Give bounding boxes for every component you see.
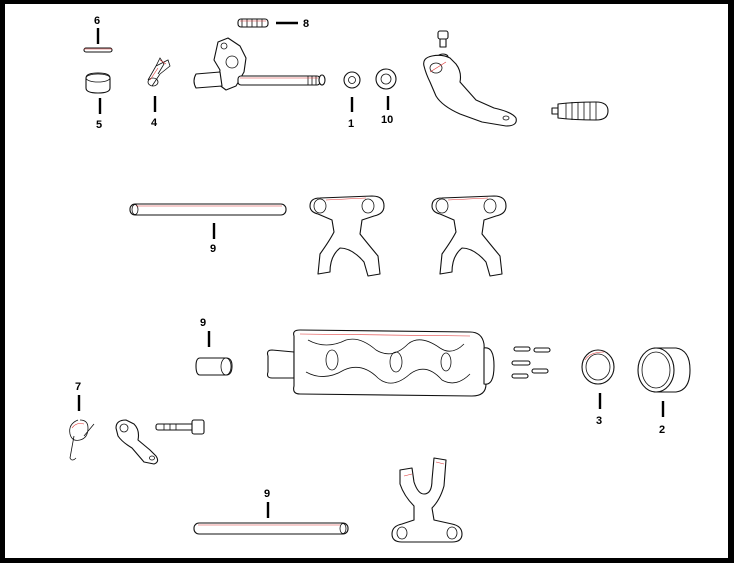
callout-7: 7 [75,381,81,393]
part-2-bearing [637,347,691,393]
part-shift-lever [423,54,517,127]
part-5-bushing [85,72,111,94]
part-drum-pins [511,346,551,379]
part-stopper-bolt [155,419,205,435]
part-shift-fork-c [391,457,463,543]
callout-6: 6 [94,15,100,27]
part-4-spring [147,57,171,87]
part-shift-drum [266,329,495,397]
callout-11: 10 [381,114,393,126]
callout-3: 3 [596,415,602,427]
part-9-fork-rod-upper [129,203,287,216]
part-7-spring [69,419,95,461]
part-shift-fork-b [431,195,507,277]
part-shift-fork-a [309,195,385,277]
callout-10: 9 [200,317,206,329]
callout-5: 5 [96,119,102,131]
callout-9-lower: 9 [264,488,270,500]
part-shift-shaft [193,37,326,91]
part-1-washer [343,71,361,89]
callout-8: 8 [303,18,309,30]
diagram-panel [3,2,730,560]
part-10-bushing [195,357,233,376]
part-shift-rubber [551,101,609,121]
callout-2: 2 [659,424,665,436]
part-11-spacer [375,68,397,90]
part-stopper-arm [115,419,159,465]
callout-1: 1 [348,118,354,130]
part-6-pin [83,47,113,53]
part-9-fork-rod-lower [193,522,349,535]
part-8-spring [237,18,269,28]
callout-9-upper: 9 [210,243,216,255]
callout-4: 4 [151,117,158,129]
part-3-ring [581,349,615,385]
